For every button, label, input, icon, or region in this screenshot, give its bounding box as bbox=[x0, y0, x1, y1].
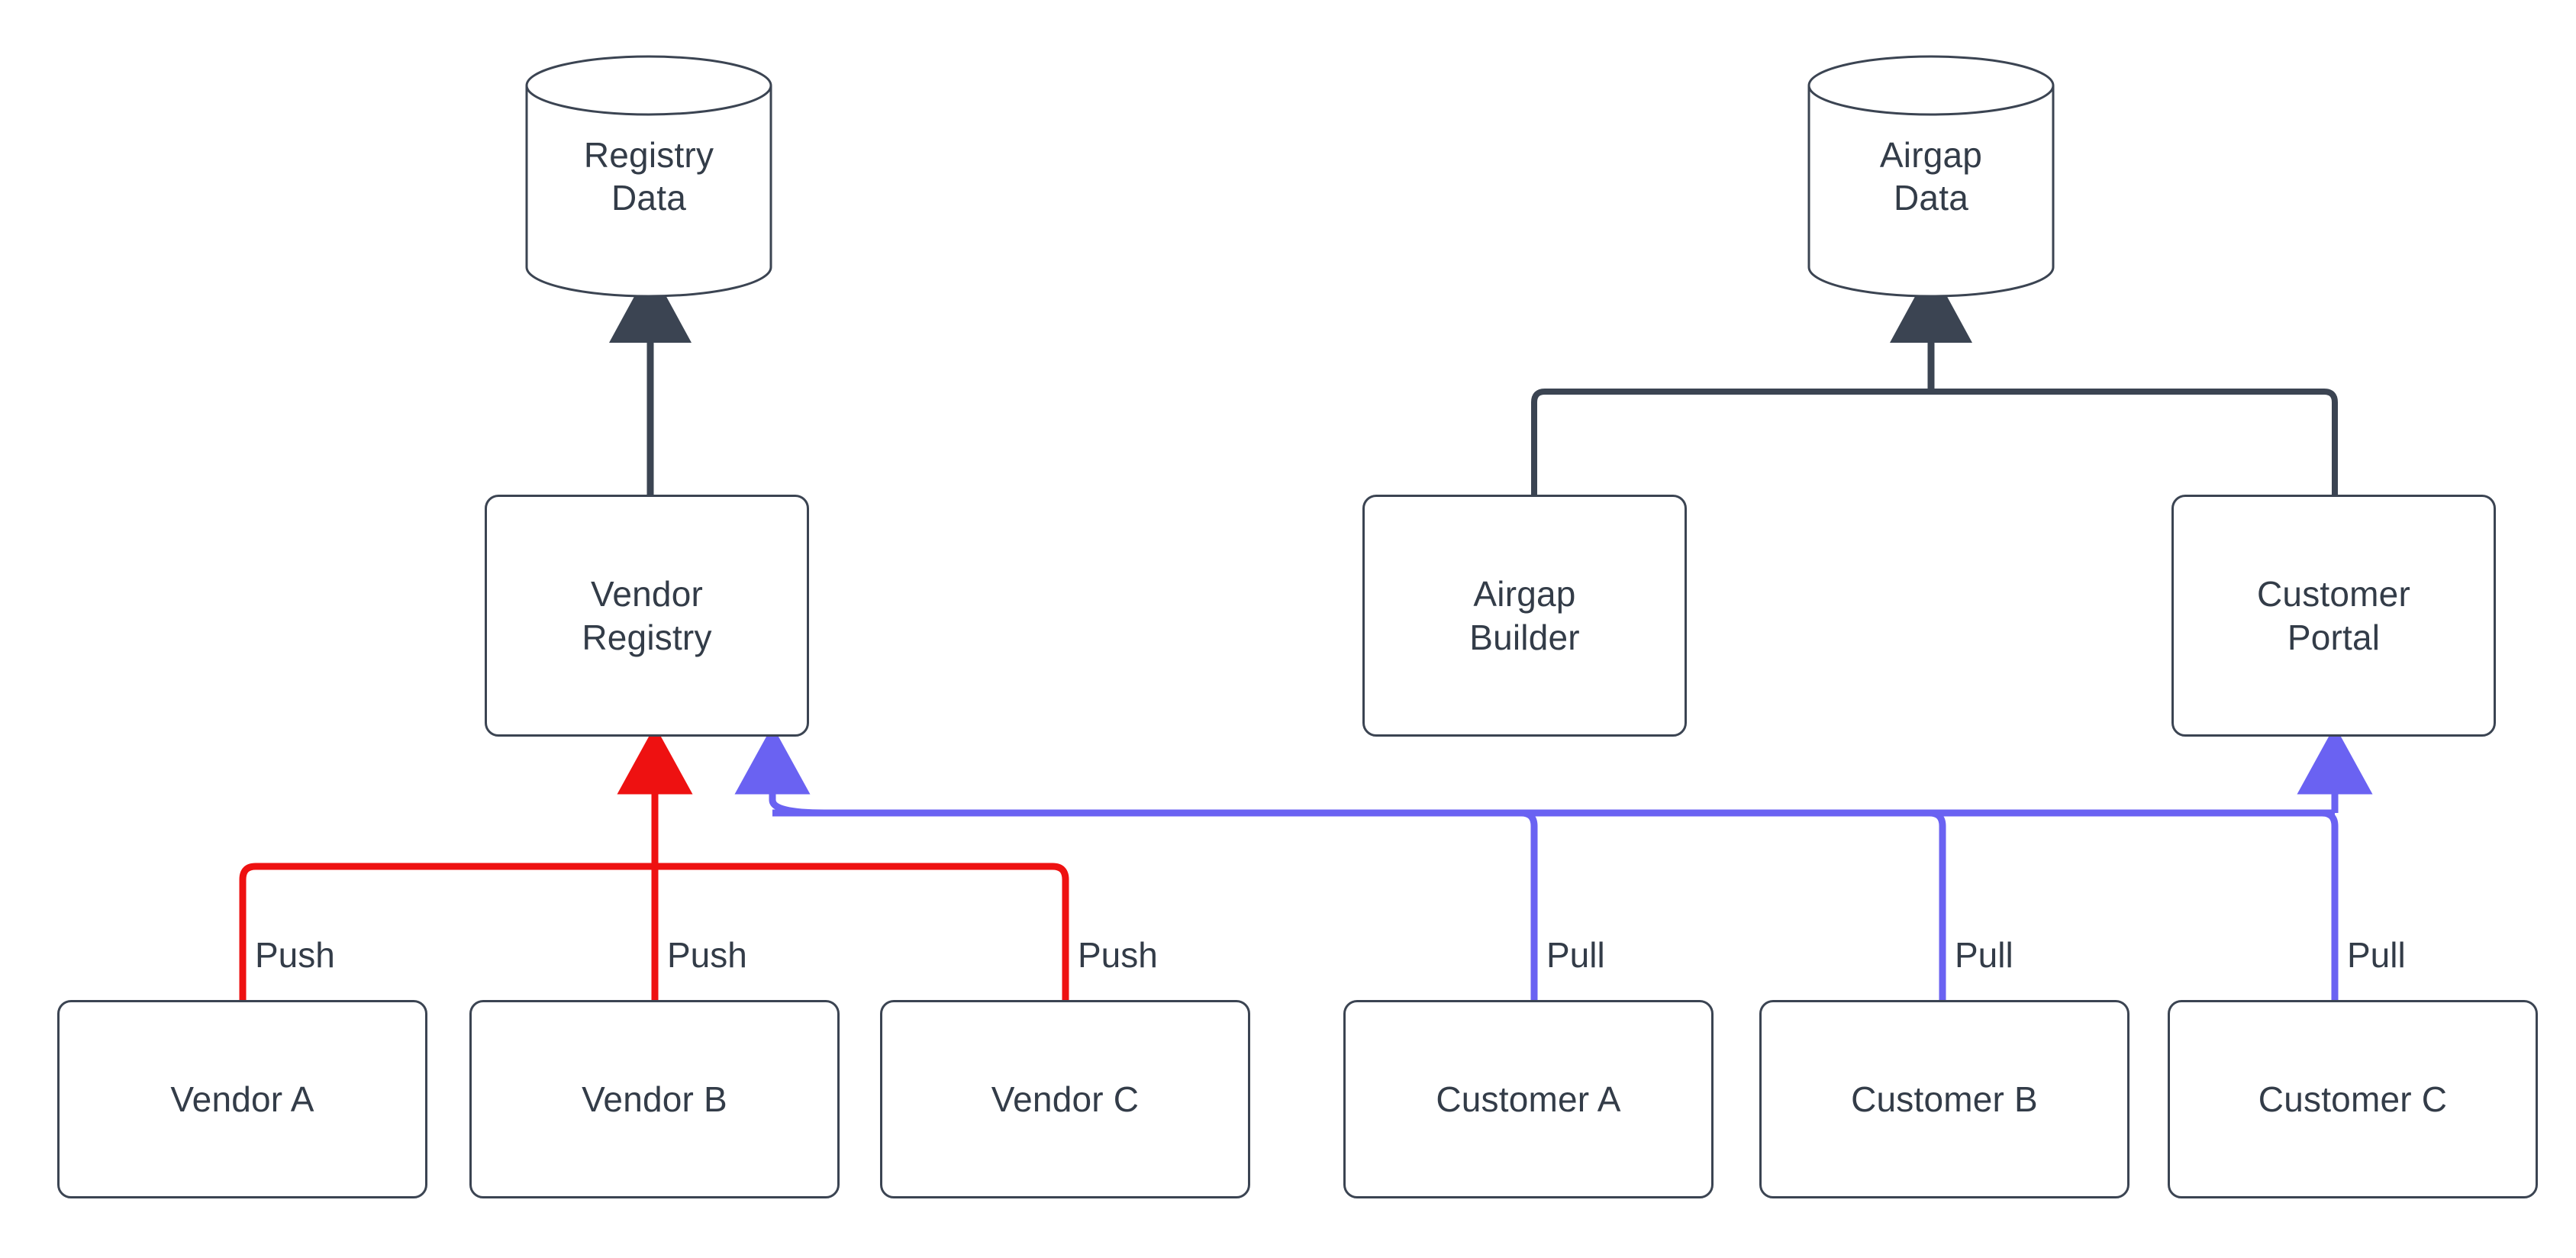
node-vendor-registry-label-line2: Registry bbox=[582, 617, 712, 657]
node-customer-portal-label-line1: Customer bbox=[2257, 574, 2410, 614]
datastore-registry-data[interactable]: Registry Data bbox=[525, 55, 772, 298]
node-airgap-builder[interactable]: Airgap Builder bbox=[1362, 495, 1687, 737]
datastore-airgap-data-label-line2: Data bbox=[1894, 178, 1968, 218]
node-vendor-a[interactable]: Vendor A bbox=[57, 1000, 427, 1198]
edge-customer-c-pull bbox=[2321, 809, 2339, 1000]
node-customer-c-label: Customer C bbox=[2258, 1079, 2448, 1119]
edge-airgap-builder-to-airgap-data bbox=[1531, 389, 1931, 495]
edge-vendor-a-push bbox=[239, 863, 655, 1000]
node-airgap-builder-label-line2: Builder bbox=[1469, 617, 1580, 657]
node-airgap-builder-label-line1: Airgap bbox=[1473, 574, 1576, 614]
edge-label-push-vendor-c: Push bbox=[1078, 935, 1158, 975]
node-customer-b-label: Customer B bbox=[1851, 1079, 2038, 1119]
node-customer-c[interactable]: Customer C bbox=[2168, 1000, 2538, 1198]
edge-pull-bus-to-vendor-registry bbox=[734, 725, 825, 817]
node-customer-a[interactable]: Customer A bbox=[1343, 1000, 1714, 1198]
node-customer-portal[interactable]: Customer Portal bbox=[2171, 495, 2496, 737]
node-vendor-registry[interactable]: Vendor Registry bbox=[485, 495, 809, 737]
edge-customer-portal-to-airgap-data bbox=[1931, 389, 2338, 495]
node-vendor-c-label: Vendor C bbox=[991, 1079, 1140, 1119]
cylinder-shape bbox=[525, 55, 772, 298]
node-vendor-b[interactable]: Vendor B bbox=[469, 1000, 840, 1198]
edge-label-push-vendor-b: Push bbox=[667, 935, 747, 975]
edge-vendor-c-push bbox=[655, 863, 1069, 1000]
datastore-registry-data-label-line1: Registry bbox=[583, 134, 714, 175]
node-customer-portal-label-line2: Portal bbox=[2287, 617, 2381, 657]
edge-customer-a-pull bbox=[1520, 809, 1538, 1000]
edge-label-push-vendor-a: Push bbox=[255, 935, 335, 975]
node-customer-b[interactable]: Customer B bbox=[1759, 1000, 2129, 1198]
node-vendor-c[interactable]: Vendor C bbox=[880, 1000, 1250, 1198]
node-vendor-registry-label-line1: Vendor bbox=[591, 574, 703, 614]
node-vendor-b-label: Vendor B bbox=[582, 1079, 727, 1119]
datastore-airgap-data-label-line1: Airgap bbox=[1879, 134, 1983, 175]
datastore-registry-data-label-line2: Data bbox=[611, 178, 686, 218]
datastore-airgap-data[interactable]: Airgap Data bbox=[1807, 55, 2055, 298]
edge-label-pull-customer-a: Pull bbox=[1546, 935, 1605, 975]
edge-label-pull-customer-b: Pull bbox=[1955, 935, 2013, 975]
edge-customer-b-pull bbox=[1929, 809, 1946, 1000]
node-customer-a-label: Customer A bbox=[1436, 1079, 1621, 1119]
edge-label-pull-customer-c: Pull bbox=[2347, 935, 2406, 975]
node-vendor-a-label: Vendor A bbox=[170, 1079, 314, 1119]
